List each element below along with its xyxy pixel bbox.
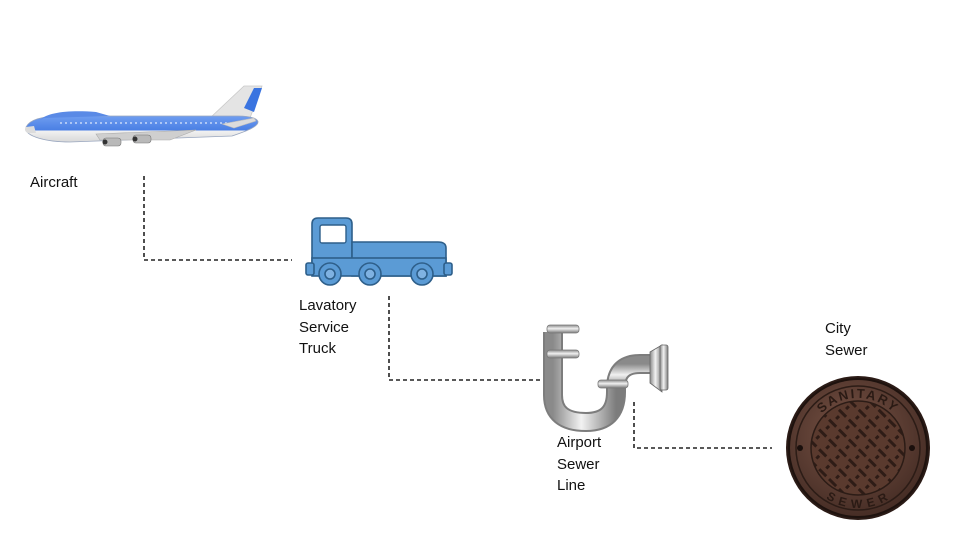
truck-label: Lavatory Service Truck bbox=[299, 295, 357, 360]
airport-sewer-label-line-3: Line bbox=[557, 477, 586, 494]
connector-aircraft-to-truck bbox=[143, 176, 292, 261]
city-sewer-label-line-1: City bbox=[825, 320, 851, 337]
connector-airport-sewer-to-city-sewer bbox=[633, 402, 772, 449]
aircraft-label: Aircraft bbox=[30, 172, 78, 194]
aircraft-label-line: Aircraft bbox=[30, 174, 78, 191]
airport-sewer-label: Airport Sewer Line bbox=[557, 432, 601, 497]
truck-label-line-2: Service bbox=[299, 318, 350, 336]
city-sewer-label-line-2: Sewer bbox=[825, 341, 868, 359]
airport-sewer-label-line-2: Sewer bbox=[557, 455, 600, 473]
truck-label-line-3: Truck bbox=[299, 340, 336, 357]
city-sewer-label: City Sewer bbox=[825, 318, 868, 361]
truck-label-line-1: Lavatory bbox=[299, 297, 357, 314]
airport-sewer-label-line-1: Airport bbox=[557, 434, 602, 451]
connector-truck-to-airport-sewer bbox=[388, 296, 540, 381]
